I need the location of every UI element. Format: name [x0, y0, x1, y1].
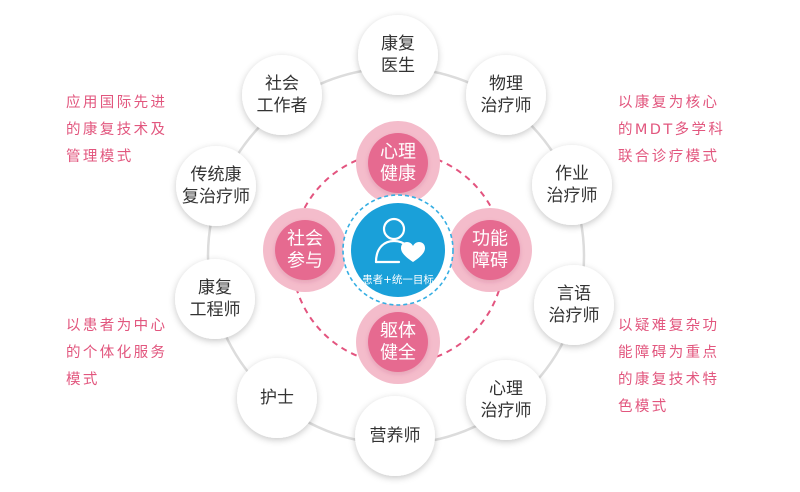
inner-node-circle: [368, 312, 428, 372]
outer-node-physiotherapist-line-2: 治疗师: [481, 96, 532, 116]
outer-node-circle: [532, 145, 612, 225]
center-label: 患者+统一目标: [362, 273, 434, 286]
outer-node-psychotherapist-line-1: 心理: [489, 379, 523, 399]
inner-node-left-line-2: 参与: [287, 251, 323, 272]
outer-node-circle: [534, 265, 614, 345]
center-circle: [351, 203, 445, 297]
outer-node-psychotherapist-line-2: 治疗师: [481, 401, 532, 421]
outer-node-nurse: 护士: [237, 358, 317, 438]
note-bottom-left: 以患者为中心 的个体化服务 模式: [66, 318, 168, 388]
outer-node-nurse-line-1: 护士: [260, 388, 294, 408]
outer-node-nutritionist-line-1: 营养师: [370, 426, 421, 446]
outer-node-circle: [466, 360, 546, 440]
inner-node-top-line-1: 心理: [380, 142, 416, 163]
outer-node-occupational-therapist-line-2: 治疗师: [547, 186, 598, 206]
inner-node-top-line-2: 健康: [380, 164, 416, 185]
outer-node-nutritionist: 营养师: [355, 396, 435, 476]
outer-node-rehab-engineer-line-2: 工程师: [190, 300, 241, 320]
outer-node-physiotherapist-line-1: 物理: [489, 74, 523, 94]
center-node: 患者+统一目标: [342, 194, 454, 306]
inner-node-left-line-1: 社会: [287, 229, 323, 250]
outer-node-circle: [237, 358, 317, 438]
note-top-left: 应用国际先进 的康复技术及 管理模式: [66, 95, 168, 165]
outer-node-tcm-rehab-therapist-line-1: 传统康: [191, 165, 242, 185]
inner-node-right-line-1: 功能: [472, 229, 508, 250]
inner-node-right-line-2: 障碍: [472, 251, 508, 272]
patient-heart-icon: [374, 217, 425, 264]
outer-node-circle: [176, 146, 256, 226]
outer-node-speech-therapist-line-1: 言语: [557, 284, 591, 304]
inner-node-circle: [460, 220, 520, 280]
outer-node-speech-therapist-line-2: 治疗师: [549, 306, 600, 326]
outer-node-circle: [355, 396, 435, 476]
outer-node-circle: [466, 55, 546, 135]
outer-node-circle: [358, 15, 438, 95]
outer-node-circle: [242, 55, 322, 135]
outer-node-circle: [175, 259, 255, 339]
outer-node-rehab-doctor-line-1: 康复: [381, 34, 415, 54]
outer-node-occupational-therapist-line-1: 作业: [555, 164, 589, 184]
inner-node-bottom-line-2: 健全: [380, 343, 416, 364]
outer-node-tcm-rehab-therapist-line-2: 复治疗师: [182, 187, 250, 207]
outer-node-rehab-doctor-line-2: 医生: [381, 56, 415, 76]
outer-node-social-worker-line-1: 社会: [265, 74, 299, 94]
outer-node-rehab-engineer-line-1: 康复: [198, 278, 232, 298]
inner-node-circle: [368, 133, 428, 193]
inner-node-circle: [275, 220, 335, 280]
note-top-right: 以康复为核心 的MDT多学科 联合诊疗模式: [618, 95, 726, 165]
note-bottom-right: 以疑难复杂功 能障碍为重点 的康复技术特 色模式: [618, 318, 720, 415]
inner-node-bottom-line-1: 躯体: [380, 321, 416, 342]
outer-node-social-worker-line-2: 工作者: [257, 96, 308, 116]
